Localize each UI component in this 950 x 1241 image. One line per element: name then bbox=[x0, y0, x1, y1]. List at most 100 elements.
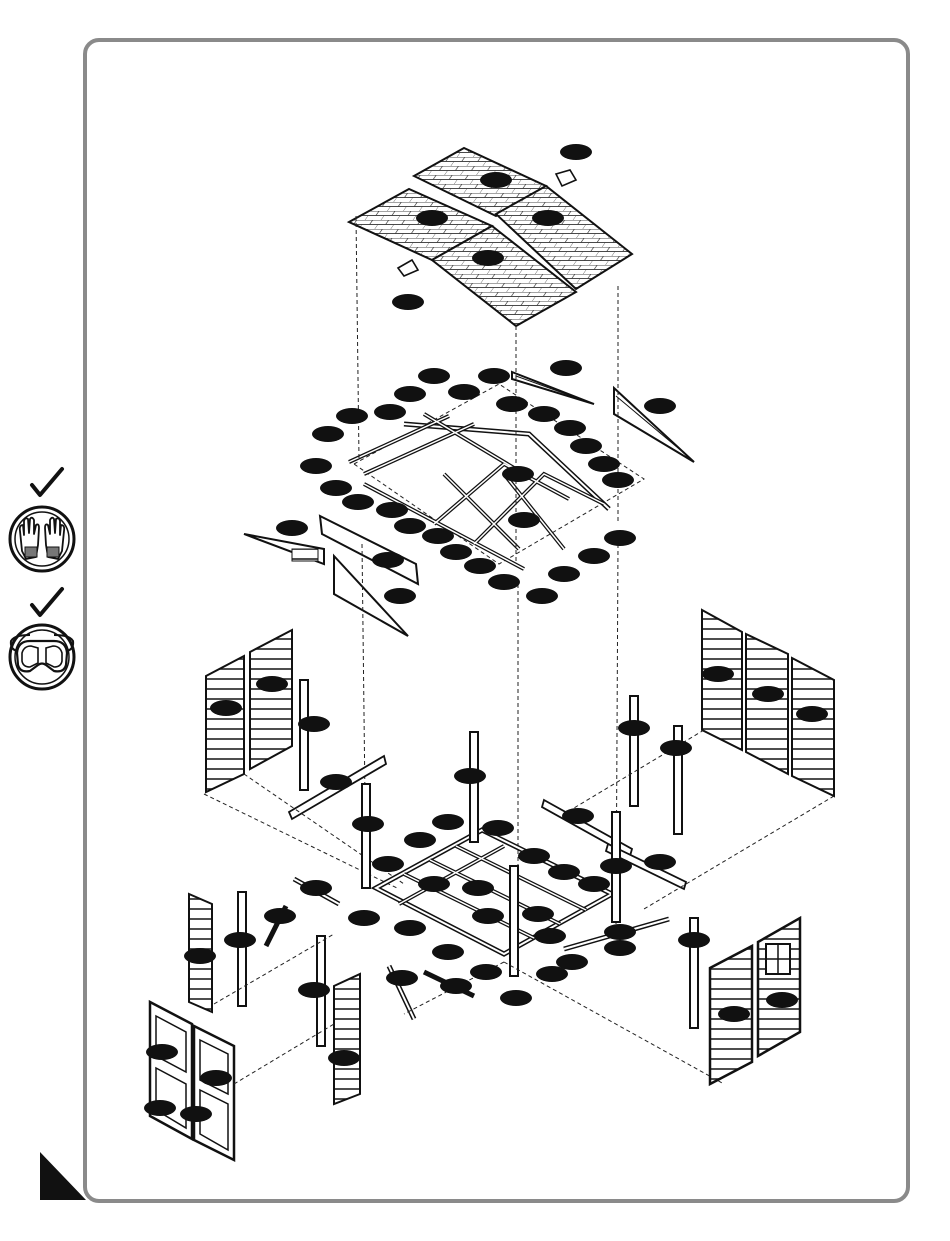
part-callout bbox=[600, 858, 632, 874]
part-callout bbox=[348, 910, 380, 926]
part-callout bbox=[146, 1044, 178, 1060]
part-callout bbox=[660, 740, 692, 756]
part-callout bbox=[404, 832, 436, 848]
part-callout bbox=[478, 368, 510, 384]
part-callout bbox=[256, 676, 288, 692]
diagram-frame bbox=[83, 38, 910, 1203]
part-callout bbox=[440, 978, 472, 994]
part-callout bbox=[508, 512, 540, 528]
part-callout bbox=[432, 814, 464, 830]
part-callout bbox=[604, 924, 636, 940]
safety-goggles-icon bbox=[10, 625, 74, 689]
part-callout bbox=[300, 880, 332, 896]
part-callout bbox=[500, 990, 532, 1006]
part-callout bbox=[374, 404, 406, 420]
part-callout bbox=[548, 864, 580, 880]
part-callout bbox=[184, 948, 216, 964]
part-callout bbox=[300, 458, 332, 474]
ridge-cap-front bbox=[398, 260, 418, 276]
wall-panel bbox=[206, 656, 244, 792]
part-callout bbox=[312, 426, 344, 442]
part-callout bbox=[548, 566, 580, 582]
part-callout bbox=[342, 494, 374, 510]
part-callout bbox=[320, 774, 352, 790]
part-callout bbox=[554, 420, 586, 436]
part-callout bbox=[416, 210, 448, 226]
part-callout bbox=[578, 876, 610, 892]
part-callout bbox=[180, 1106, 212, 1122]
part-callout bbox=[394, 386, 426, 402]
part-callout bbox=[372, 552, 404, 568]
part-callout bbox=[418, 368, 450, 384]
part-callout bbox=[472, 908, 504, 924]
part-callout bbox=[526, 588, 558, 604]
part-callout bbox=[470, 964, 502, 980]
part-callout bbox=[320, 480, 352, 496]
checkmark-icon bbox=[32, 469, 62, 495]
part-callout bbox=[488, 574, 520, 590]
part-callout bbox=[482, 820, 514, 836]
part-callout bbox=[454, 768, 486, 784]
part-callout bbox=[766, 992, 798, 1008]
part-callout bbox=[678, 932, 710, 948]
part-callout bbox=[796, 706, 828, 722]
part-callout bbox=[602, 472, 634, 488]
part-callout bbox=[532, 210, 564, 226]
part-callout bbox=[298, 716, 330, 732]
wall-panel bbox=[334, 974, 360, 1104]
part-callout bbox=[752, 686, 784, 702]
part-callout bbox=[336, 408, 368, 424]
part-callout bbox=[418, 876, 450, 892]
part-callout bbox=[328, 1050, 360, 1066]
part-callout bbox=[536, 966, 568, 982]
part-callout bbox=[604, 940, 636, 956]
part-callout bbox=[462, 880, 494, 896]
part-callout bbox=[718, 1006, 750, 1022]
part-callout bbox=[264, 908, 296, 924]
part-callout bbox=[386, 970, 418, 986]
part-callout bbox=[528, 406, 560, 422]
part-callout bbox=[518, 848, 550, 864]
part-callout bbox=[276, 520, 308, 536]
part-callout bbox=[224, 932, 256, 948]
part-callout bbox=[560, 144, 592, 160]
exploded-assembly-diagram bbox=[87, 42, 906, 1199]
wall-panel bbox=[792, 658, 834, 796]
wall-panel bbox=[250, 630, 292, 769]
part-callout bbox=[644, 398, 676, 414]
page-corner-triangle bbox=[40, 1152, 88, 1202]
part-callout bbox=[550, 360, 582, 376]
part-callout bbox=[588, 456, 620, 472]
part-callout bbox=[394, 920, 426, 936]
front-door-and-window-panels bbox=[150, 892, 800, 1160]
part-callout bbox=[496, 396, 528, 412]
part-callout bbox=[464, 558, 496, 574]
part-callout bbox=[372, 856, 404, 872]
part-callout bbox=[376, 502, 408, 518]
safety-requirements bbox=[0, 465, 82, 695]
gloves-icon bbox=[10, 507, 74, 571]
part-callout bbox=[384, 588, 416, 604]
ridge-cap-back bbox=[556, 170, 576, 186]
wall-panels-right bbox=[542, 610, 834, 909]
wall-panels-left bbox=[204, 630, 404, 889]
part-callout bbox=[394, 518, 426, 534]
part-callout bbox=[644, 854, 676, 870]
part-callout bbox=[702, 666, 734, 682]
part-callout bbox=[200, 1070, 232, 1086]
roof-trusses-and-gables bbox=[244, 372, 694, 636]
part-callout bbox=[570, 438, 602, 454]
checkmark-icon bbox=[32, 589, 62, 615]
part-callout bbox=[502, 466, 534, 482]
part-callout bbox=[604, 530, 636, 546]
part-callout bbox=[352, 816, 384, 832]
part-callout bbox=[618, 720, 650, 736]
part-callout bbox=[578, 548, 610, 564]
wall-panel bbox=[746, 634, 788, 774]
part-callout bbox=[392, 294, 424, 310]
part-callout bbox=[440, 544, 472, 560]
window-panel bbox=[758, 918, 800, 1056]
part-callout bbox=[448, 384, 480, 400]
part-callout bbox=[562, 808, 594, 824]
